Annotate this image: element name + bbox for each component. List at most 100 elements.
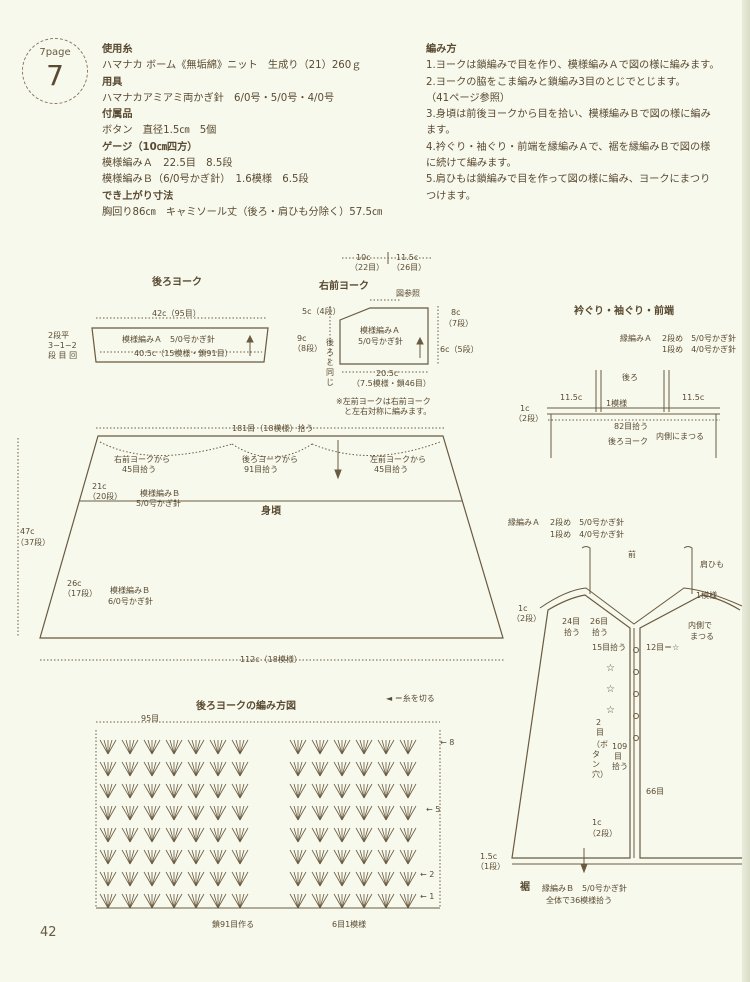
stitch-mark	[381, 739, 387, 755]
stitch-mark	[129, 783, 135, 799]
stitch-mark	[143, 849, 153, 865]
stitch-mark	[107, 739, 113, 755]
stitch-mark	[293, 739, 299, 755]
stitch-mark	[319, 739, 329, 755]
stitch-chart-frame	[95, 721, 441, 909]
stitch-mark	[121, 805, 131, 821]
stitch-mark	[311, 871, 321, 887]
stitch-mark	[231, 871, 241, 887]
stitch-mark	[289, 739, 299, 755]
stitch-mark	[407, 739, 413, 755]
stitch-mark	[363, 761, 369, 777]
stitch-mark	[407, 849, 413, 865]
body-p2b: 91目拾う	[244, 465, 279, 474]
stitch-mark	[213, 893, 219, 909]
stitch-mark	[173, 893, 179, 909]
stitch-mark	[355, 739, 365, 755]
stitch-mark	[355, 805, 365, 821]
stitch-mark	[209, 893, 219, 909]
stitch-mark	[213, 739, 219, 755]
stitch-mark	[143, 783, 153, 799]
ry-top1: 10c	[356, 253, 371, 262]
section-heading: 編み方	[426, 44, 457, 55]
stitch-mark	[173, 871, 183, 887]
stitch-mark	[151, 871, 157, 887]
stitch-mark	[173, 739, 183, 755]
stitch-mark	[341, 761, 351, 777]
stitch-mark	[125, 849, 131, 865]
stitch-mark	[217, 893, 223, 909]
right-front-yoke-shape	[329, 252, 439, 373]
stitch-mark	[195, 805, 201, 821]
stitch-mark	[363, 827, 373, 843]
stitch-mark	[385, 783, 391, 799]
stitch-mark	[151, 805, 157, 821]
stitch-mark	[315, 893, 321, 909]
stitch-mark	[289, 827, 299, 843]
stitch-mark	[385, 827, 395, 843]
stitch-mark	[147, 871, 153, 887]
stitch-mark	[297, 849, 307, 865]
section-heading: 使用糸	[102, 44, 133, 55]
stitch-mark	[195, 893, 201, 909]
stitch-mark	[289, 849, 299, 865]
stitch-mark	[337, 871, 343, 887]
stitch-mark	[191, 871, 197, 887]
stitch-mark	[385, 805, 391, 821]
body-p3b: 45目拾う	[374, 465, 409, 474]
stitch-chart-marks	[99, 739, 417, 909]
stitch-mark	[297, 827, 307, 843]
stitch-mark	[407, 761, 417, 777]
stitch-mark	[165, 805, 175, 821]
stitch-mark	[363, 893, 369, 909]
stitch-mark	[341, 893, 351, 909]
stitch-mark	[99, 871, 109, 887]
neck-pick82: 82目拾う	[614, 422, 649, 431]
stitch-mark	[231, 761, 241, 777]
stitch-mark	[209, 761, 219, 777]
stitch-mark	[311, 893, 321, 909]
stitch-mark	[377, 893, 387, 909]
ry-pattern2: 5/0号かぎ針	[358, 337, 403, 346]
stitch-mark	[195, 893, 205, 909]
stitch-mark	[217, 783, 223, 799]
stitch-mark	[403, 871, 409, 887]
section-line: ボタン 直径1.5㎝ 5個	[102, 125, 217, 137]
stitch-mark	[333, 827, 343, 843]
section-line: 模様編みＢ（6/0号かぎ針） 1.6模様 6.5段	[102, 174, 309, 186]
stitch-mark	[173, 805, 183, 821]
stitch-mark	[407, 805, 413, 821]
ry-r1b: （7段）	[444, 319, 474, 328]
body-bottom: 112c（18模様）	[240, 655, 302, 664]
body-h1: 21c	[92, 482, 107, 491]
stitch-mark	[151, 849, 157, 865]
stitch-mark	[107, 761, 113, 777]
section-line: 5.肩ひもは鎖編みで目を作って図の様に編み、ヨークにまつり	[426, 174, 711, 186]
stitch-mark	[359, 805, 365, 821]
stitch-mark	[235, 783, 241, 799]
stitch-mark	[239, 805, 245, 821]
stitch-mark	[125, 805, 131, 821]
stitch-mark	[337, 761, 343, 777]
stitch-mark	[337, 783, 343, 799]
front-eb2: 全体で36模様拾う	[546, 896, 613, 905]
stitch-mark	[107, 805, 113, 821]
stitch-mark	[187, 849, 197, 865]
stitch-mark	[147, 761, 153, 777]
stitch-mark	[107, 783, 117, 799]
section-heading: 用具	[102, 76, 123, 88]
stitch-mark	[173, 739, 179, 755]
stitch-mark	[341, 783, 351, 799]
stitch-mark	[191, 739, 197, 755]
ry-note1: ※左前ヨークは右前ヨーク	[336, 397, 431, 406]
stitch-mark	[217, 849, 223, 865]
stitch-mark	[213, 783, 219, 799]
stitch-mark	[195, 783, 205, 799]
stitch-mark	[121, 783, 131, 799]
stitch-mark	[99, 805, 109, 821]
stitch-mark	[191, 893, 197, 909]
stitch-mark	[99, 739, 109, 755]
stitch-mark	[103, 761, 109, 777]
stitch-mark	[129, 761, 135, 777]
